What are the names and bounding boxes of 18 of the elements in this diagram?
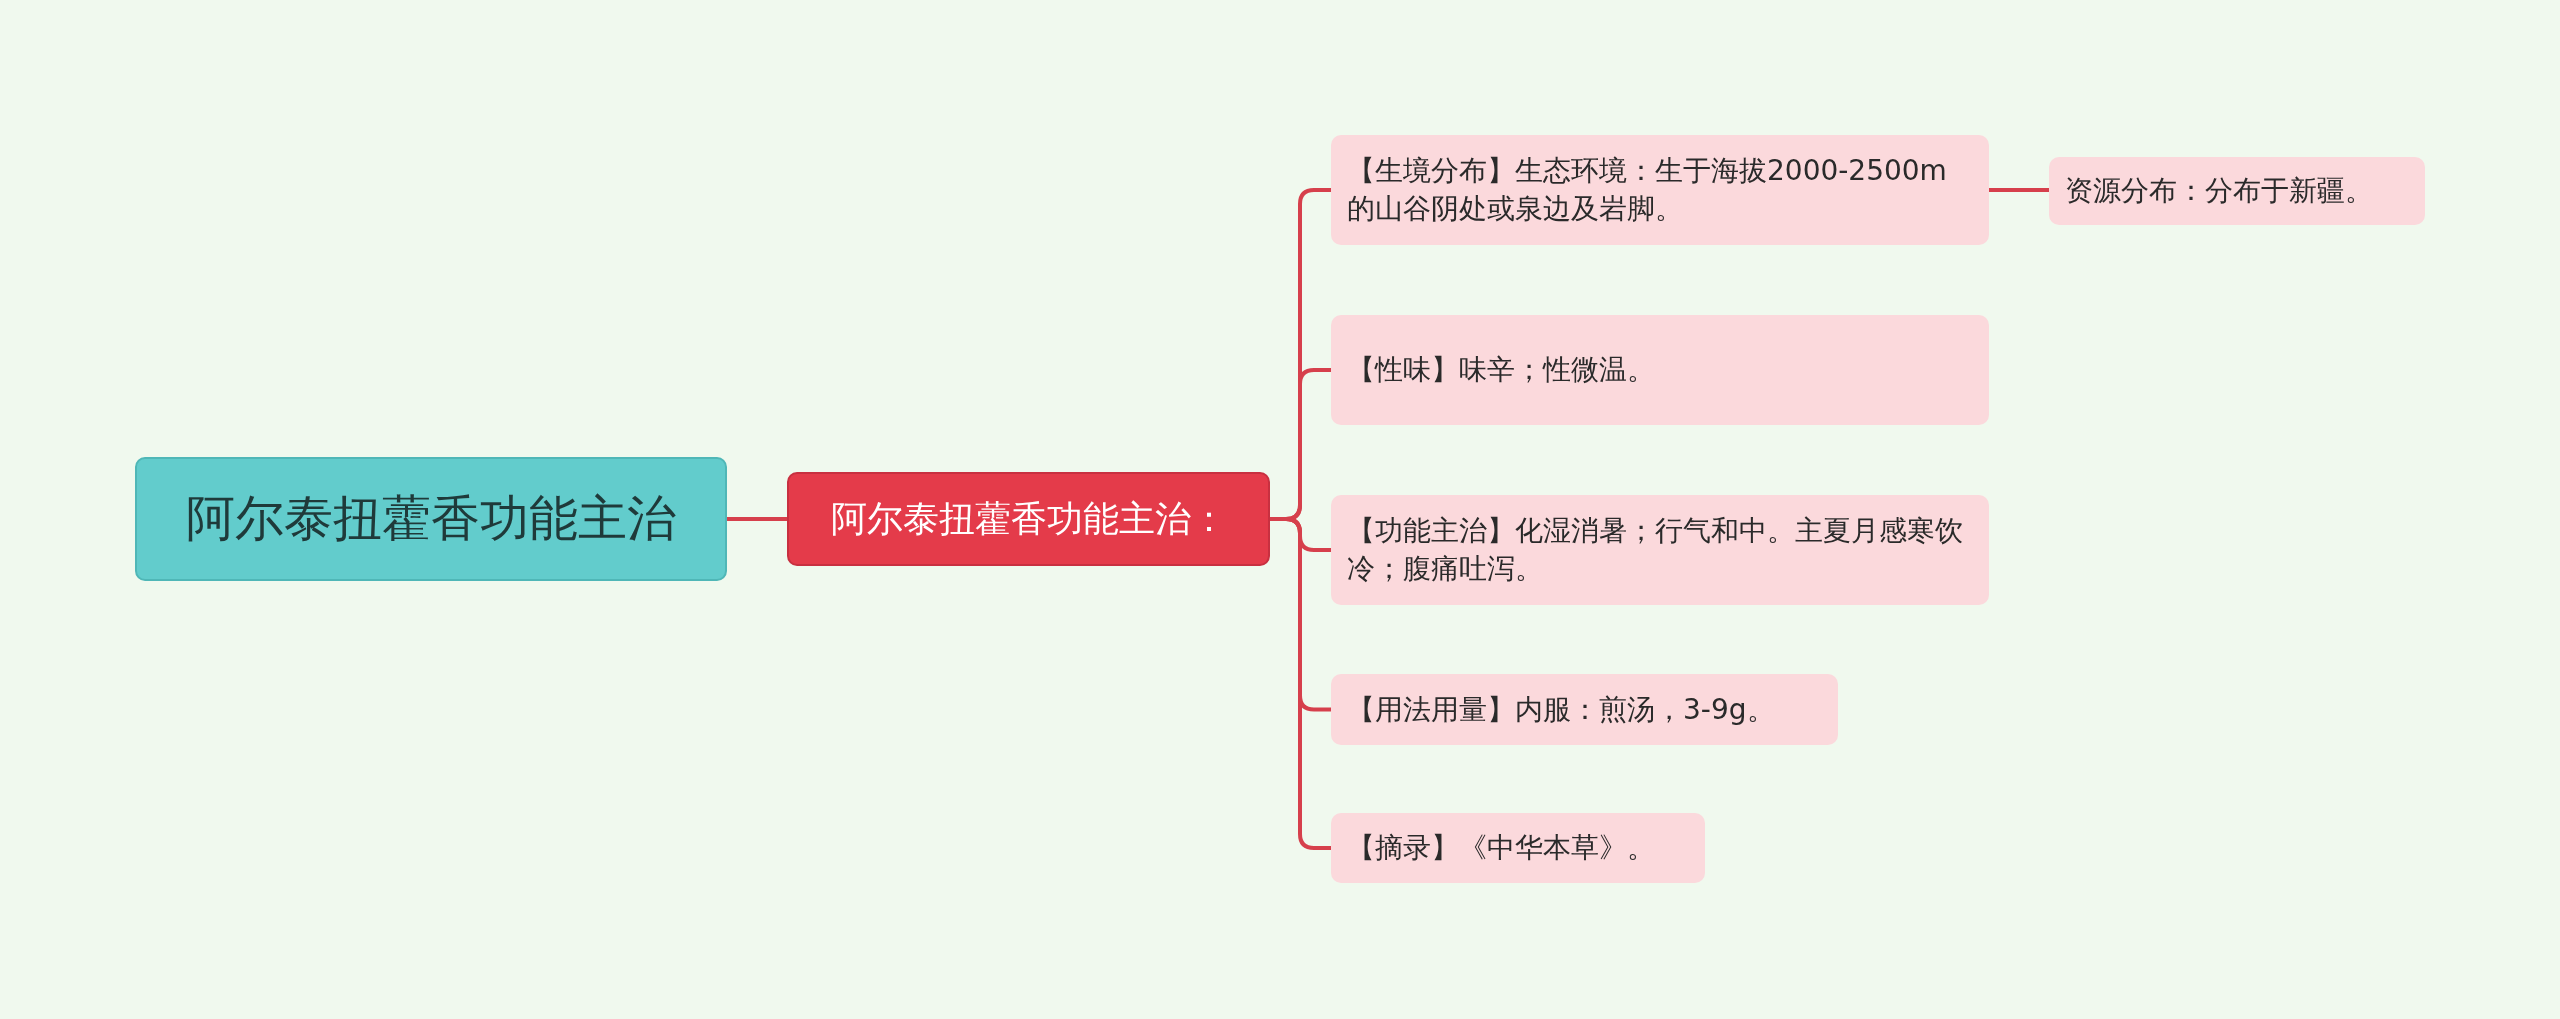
leaf-box (1331, 315, 1989, 425)
leaf-box (1331, 135, 1989, 245)
subtopic-box (787, 472, 1270, 566)
leaf-box (1331, 495, 1989, 605)
node-text: 【功能主治】化湿消暑；行气和中。主夏月感寒饮冷；腹痛吐泻。 (1347, 513, 1964, 587)
node-text: 【性味】味辛；性微温。 (1347, 352, 1655, 389)
node-text: 【摘录】《中华本草》。 (1347, 830, 1655, 867)
leaf-box (2049, 157, 2425, 225)
node-text: 资源分布：分布于新疆。 (2065, 173, 2373, 210)
topic-box (135, 457, 727, 581)
node-text: 阿尔泰扭藿香功能主治 (186, 488, 676, 549)
leaf-box (1331, 813, 1705, 883)
connector-line (727, 517, 787, 521)
node-text: 阿尔泰扭藿香功能主治： (830, 496, 1227, 541)
node-text: 【用法用量】内服：煎汤，3-9g。 (1347, 691, 1775, 728)
connector-line (1989, 188, 2049, 192)
leaf-box (1331, 674, 1838, 745)
node-text: 【生境分布】生态环境：生于海拔2000-2500m的山谷阴处或泉边及岩脚。 (1347, 153, 1948, 227)
